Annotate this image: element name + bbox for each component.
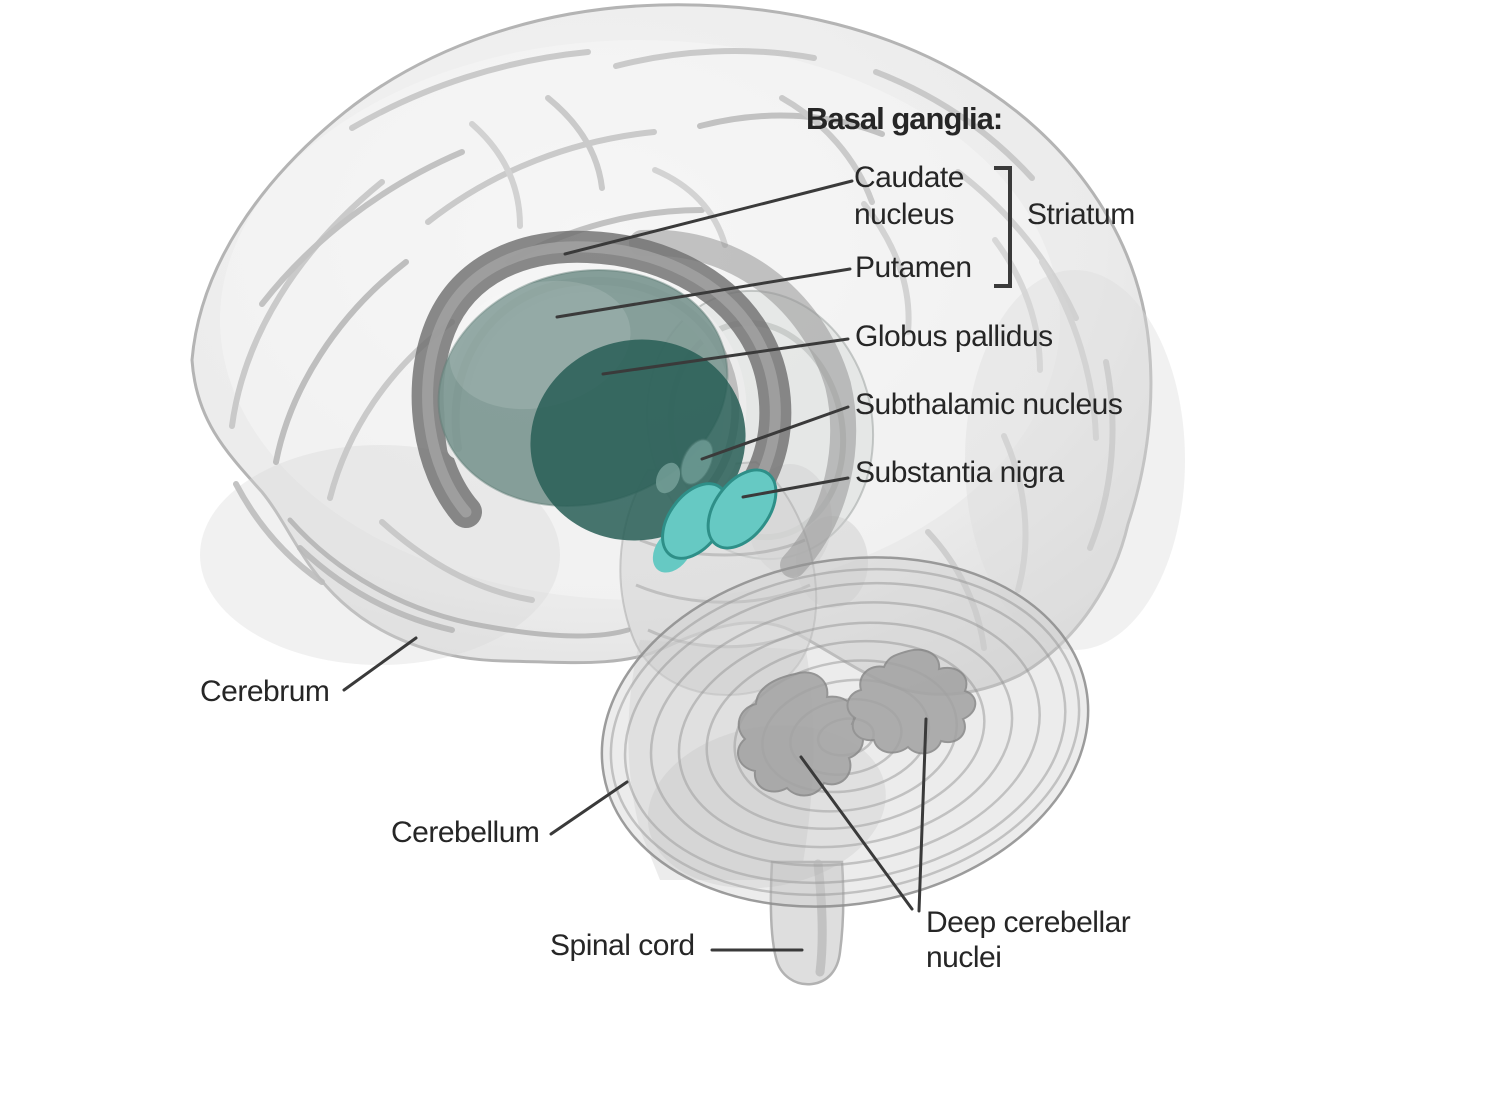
- label-putamen: Putamen: [855, 251, 972, 284]
- deep-nucleus-right: [846, 648, 977, 755]
- label-cerebrum: Cerebrum: [200, 675, 330, 708]
- occipital-shade: [965, 270, 1185, 650]
- label-globus-pallidus: Globus pallidus: [855, 320, 1053, 353]
- caudate-tail-band: [629, 229, 857, 578]
- label-cerebellum: Cerebellum: [391, 816, 540, 849]
- leader-line-globus: [601, 337, 850, 376]
- spinal-cord-shading: [813, 859, 827, 977]
- basal-ganglia-title: Basal ganglia:: [806, 101, 1003, 136]
- leader-line-cerebrum: [342, 636, 418, 692]
- subthalamic-nucleus-shape: [679, 438, 715, 486]
- label-spinal-cord: Spinal cord: [550, 929, 695, 962]
- subthalamic-nucleus-small: [655, 462, 681, 494]
- caudate-band-highlight: [422, 241, 781, 534]
- label-substantia-nigra: Substantia nigra: [855, 456, 1064, 489]
- label-subthalamic-nucleus: Subthalamic nucleus: [855, 388, 1123, 421]
- leader-line-subthalamic: [700, 405, 850, 461]
- label-deep-cerebellar-nuclei: Deep cerebellar nuclei: [926, 906, 1131, 974]
- substantia-nigra-shape: [652, 468, 778, 573]
- label-striatum: Striatum: [1027, 198, 1135, 231]
- striatum-bracket: [994, 166, 1012, 288]
- leader-lines: [342, 179, 928, 952]
- leader-line-putamen: [555, 267, 852, 319]
- leader-line-cerebellum: [549, 780, 629, 836]
- leader-line-deep-nuclei-left: [799, 755, 914, 911]
- label-caudate-nucleus: Caudate nucleus: [854, 161, 964, 231]
- deep-cerebellar-nuclei-shape: [736, 648, 977, 797]
- leader-line-substantia: [741, 476, 850, 499]
- cerebellum-folia: [609, 567, 1081, 897]
- leader-line-caudate: [563, 179, 854, 256]
- leader-line-deep-nuclei-right: [917, 717, 928, 913]
